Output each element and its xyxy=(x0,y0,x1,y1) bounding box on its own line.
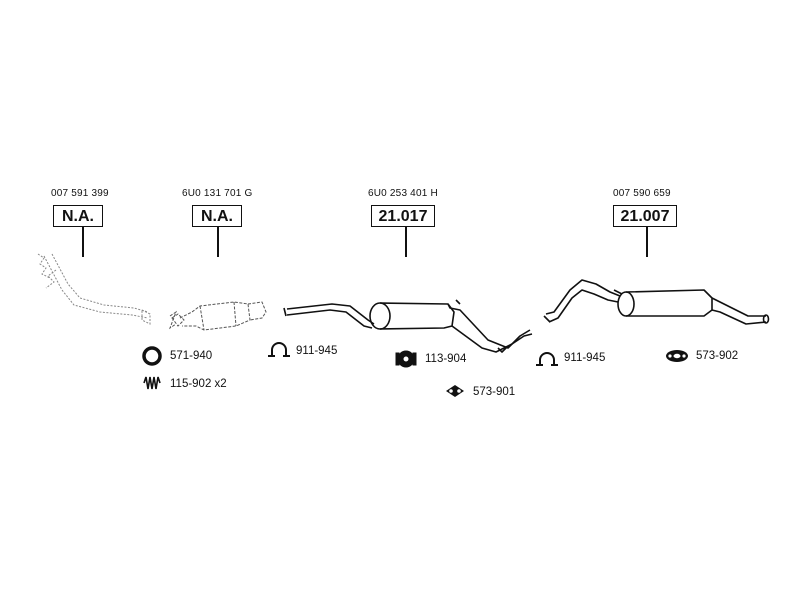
code-box-middle-silencer: 21.017 xyxy=(371,205,435,227)
leader-line xyxy=(217,227,219,257)
leader-line xyxy=(82,227,84,257)
part-number-downpipe: 007 591 399 xyxy=(51,188,109,199)
code-box-downpipe: N.A. xyxy=(53,205,103,227)
clamp-icon xyxy=(268,342,290,357)
rear-silencer-drawing xyxy=(543,279,770,325)
ring-gasket-icon xyxy=(142,346,162,366)
catalyst-drawing xyxy=(168,301,267,331)
spring-icon xyxy=(143,376,161,390)
downpipe-drawing xyxy=(37,253,151,325)
accessory-label: 115-902 x2 xyxy=(170,378,227,390)
leader-line xyxy=(646,227,648,257)
accessory-label: 911-945 xyxy=(564,352,606,364)
part-number-middle-silencer: 6U0 253 401 H xyxy=(368,188,438,199)
accessory-label: 113-904 xyxy=(425,353,467,365)
part-number-rear-silencer: 007 590 659 xyxy=(613,188,671,199)
part-number-catalyst: 6U0 131 701 G xyxy=(182,188,253,199)
oval-gasket-icon xyxy=(666,350,688,362)
middle-silencer-drawing xyxy=(283,299,533,353)
code-box-catalyst: N.A. xyxy=(192,205,242,227)
flange-gasket-icon xyxy=(446,385,464,397)
accessory-label: 573-902 xyxy=(696,350,739,362)
rubber-mount-icon xyxy=(395,350,417,368)
clamp-icon xyxy=(536,352,558,366)
leader-line xyxy=(405,227,407,257)
accessory-label: 911-945 xyxy=(296,345,338,357)
accessory-label: 573-901 xyxy=(473,386,516,398)
accessory-label: 571-940 xyxy=(170,350,213,362)
code-box-rear-silencer: 21.007 xyxy=(613,205,677,227)
